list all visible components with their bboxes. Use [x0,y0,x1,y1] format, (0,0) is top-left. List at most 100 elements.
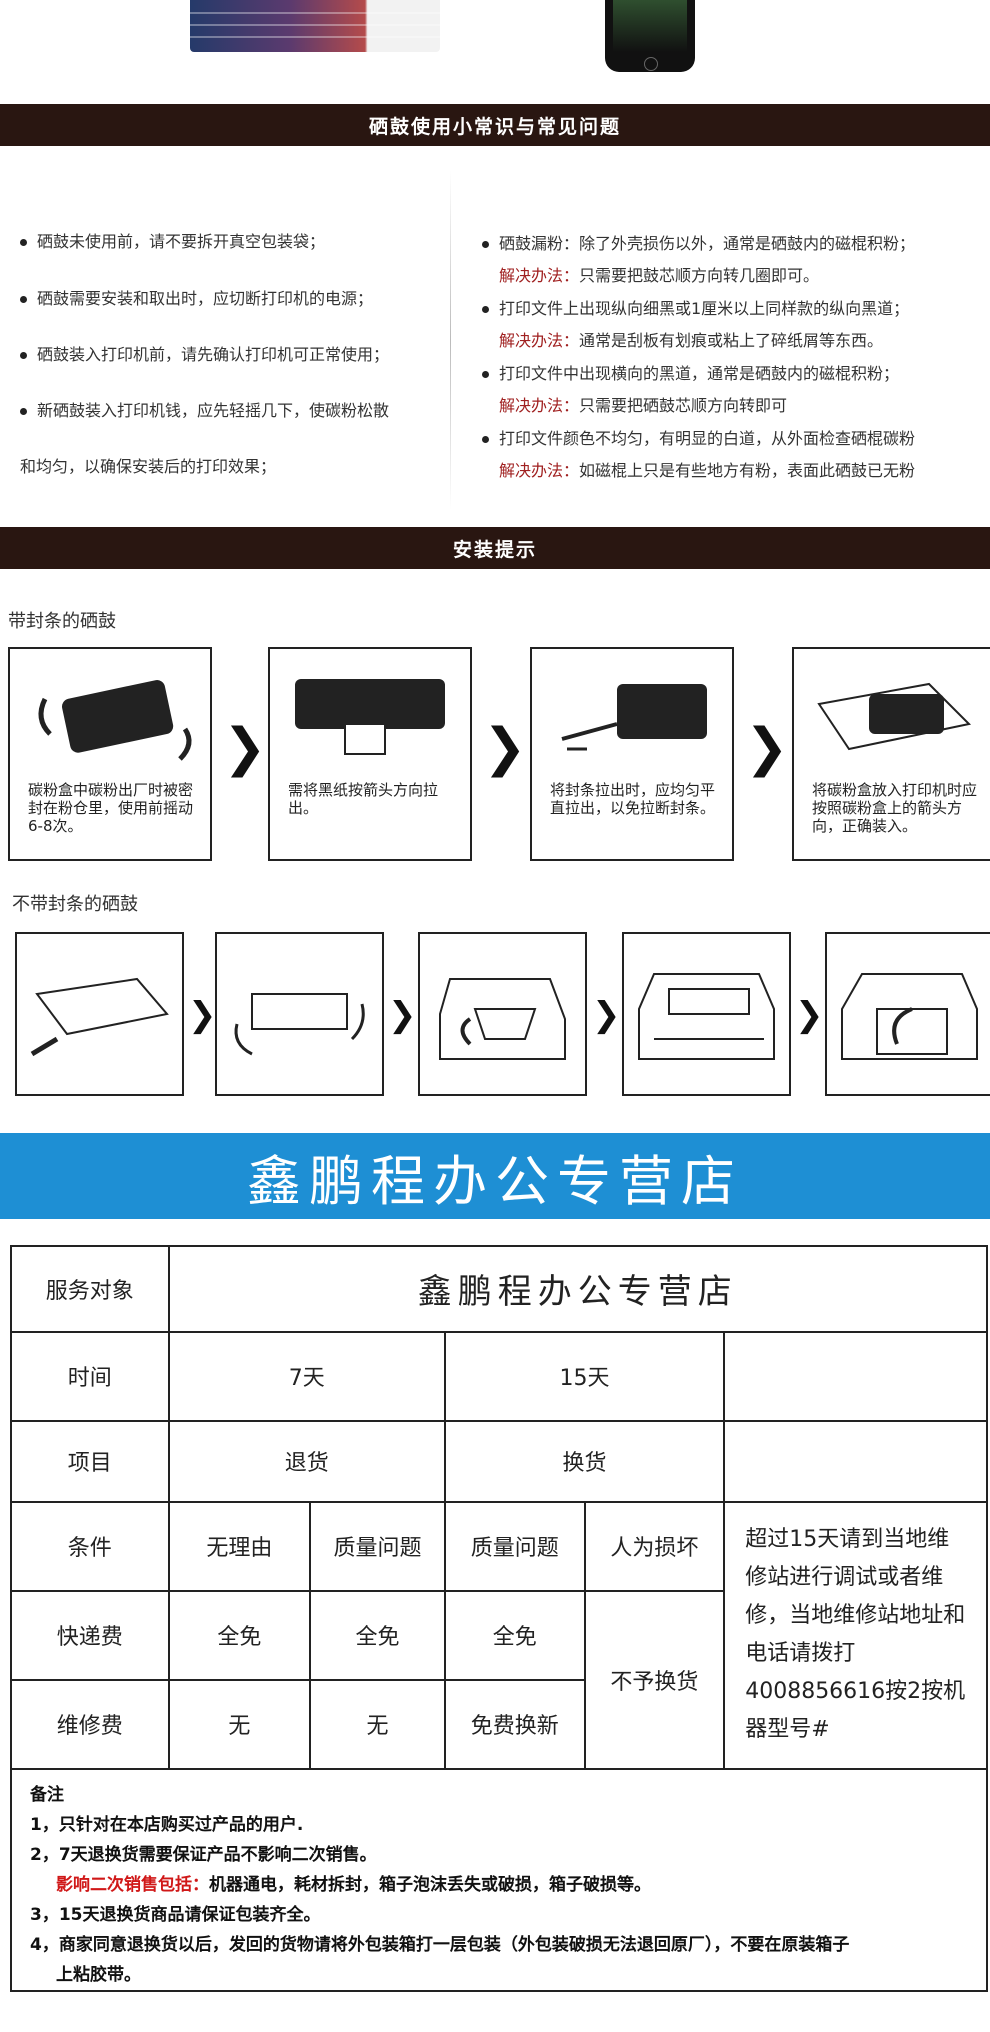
tip-right-3-solution: 解决办法：只需要把硒鼓芯顺方向转即可 [499,396,788,415]
table-row: 维修费 无 无 免费换新 [10,1678,987,1771]
cartridge-shake-illustration [30,977,169,1057]
sealed-step-3-text: 将封条拉出时，应均匀平直拉出，以免拉断封条。 [550,781,716,817]
no-exchange-cell: 不予换货 [583,1589,726,1771]
unsealed-step-1 [15,932,184,1096]
none-cell: 无 [309,1678,446,1771]
cond-damage-cell: 人为损坏 [583,1500,726,1592]
table-row: 时间 7天 15天 [10,1330,988,1423]
step-arrow-icon: ❯ [223,718,267,778]
free-cell: 全免 [167,1589,312,1681]
return-policy-table: 服务对象 鑫鹏程办公专营店 时间 7天 15天 项目 退货 换货 条件 无理由 … [10,1245,989,1771]
note-4: 4，商家同意退换货以后，发回的货物请将外包装箱打一层包装（外包装破损无法退回原厂… [30,1935,850,1955]
pull-black-paper-illustration [295,679,445,755]
table-row: 项目 退货 换货 [10,1420,988,1503]
hands-cartridge-illustration [234,993,365,1056]
bullet-icon [20,352,27,359]
item-label: 项目 [10,1420,170,1503]
cond-quality-cell: 质量问题 [309,1500,446,1592]
insert-cartridge-illustration [817,682,972,751]
table-row: 快递费 全免 全免 全免 不予换货 [10,1589,987,1771]
store-name-cell: 鑫鹏程办公专营店 [167,1245,989,1333]
tips-section-header: 硒鼓使用小常识与常见问题 [0,104,990,146]
tips-divider [450,170,451,510]
bullet-icon [482,241,489,248]
empty-cell [723,1330,988,1423]
tip-right-4-solution: 解决办法：如磁棍上只是有些地方有粉，表面此硒鼓已无粉 [499,461,916,480]
tip-right-1-issue: 硒鼓漏粉：除了外壳损伤以外，通常是硒鼓内的磁棍积粉； [482,230,915,254]
repair-label: 维修费 [10,1678,170,1771]
empty-cell [723,1420,988,1503]
step-arrow-icon: ❯ [188,995,217,1035]
unsealed-step-5 [825,932,990,1096]
toner-box-image [190,0,440,52]
tip-right-3-issue: 打印文件中出现横向的黑道，通常是硒鼓内的磁棍积粉； [482,360,899,384]
printer-close-illustration [841,973,978,1060]
install-section-header: 安装提示 [0,527,990,569]
sealed-step-2: 需将黑纸按箭头方向拉出。 [268,647,472,861]
phone-image [605,0,695,72]
step-arrow-icon: ❯ [592,995,621,1035]
bullet-icon [20,408,27,415]
step-arrow-icon: ❯ [483,718,527,778]
step-arrow-icon: ❯ [388,995,417,1035]
sealed-step-4: 将碳粉盒放入打印机时应按照碳粉盒上的箭头方向，正确装入。 [792,647,990,861]
table-row: 服务对象 鑫鹏程办公专营店 [10,1245,989,1333]
sealed-cartridge-title: 带封条的硒鼓 [8,611,116,632]
unsealed-step-2 [215,932,384,1096]
pull-seal-illustration [561,684,707,751]
repair-station-note: 超过15天请到当地维修站进行调试或者维修，当地维修站地址和电话请拨打400885… [723,1500,988,1771]
return-cell: 退货 [167,1420,446,1503]
table-row: 条件 无理由 质量问题 质量问题 人为损坏 超过15天请到当地维修站进行调试或者… [10,1500,988,1771]
exchange-cell: 换货 [443,1420,726,1503]
note-2: 2，7天退换货需要保证产品不影响二次销售。 [30,1845,377,1865]
bullet-icon [482,306,489,313]
tip-right-1-solution: 解决办法：只需要把鼓芯顺方向转几圈即可。 [499,266,820,285]
note-3: 3，15天退换货商品请保证包装齐全。 [30,1905,321,1925]
sealed-step-3: 将封条拉出时，应均匀平直拉出，以免拉断封条。 [530,647,734,861]
tip-left-5: 和均匀，以确保安装后的打印效果； [20,457,277,476]
note-1: 1，只针对在本店购买过产品的用户. [30,1815,304,1835]
condition-label: 条件 [10,1500,170,1592]
none-cell: 无 [167,1678,312,1771]
free-cell: 全免 [309,1589,446,1681]
notes-title: 备注 [30,1785,64,1805]
tip-left-1: 硒鼓未使用前，请不要拆开真空包装袋； [20,228,325,252]
notes-box: 备注 1，只针对在本店购买过产品的用户. 2，7天退换货需要保证产品不影响二次销… [10,1770,988,1992]
cond-quality-cell: 质量问题 [443,1500,586,1592]
tip-left-4: 新硒鼓装入打印机钱，应先轻摇几下，使碳粉松散 [20,397,389,421]
sealed-step-2-text: 需将黑纸按箭头方向拉出。 [288,781,439,817]
tip-left-3: 硒鼓装入打印机前，请先确认打印机可正常使用； [20,341,389,365]
time-7-cell: 7天 [167,1330,446,1423]
step-arrow-icon: ❯ [795,995,824,1035]
shake-cartridge-illustration [38,680,192,761]
free-replace-cell: 免费换新 [443,1678,586,1771]
unsealed-step-3 [418,932,587,1096]
bullet-icon [20,239,27,246]
tip-right-2-solution: 解决办法：通常是刮板有划痕或粘上了碎纸屑等东西。 [499,331,884,350]
time-15-cell: 15天 [443,1330,726,1423]
store-banner: 鑫鹏程办公专营店 [0,1133,990,1219]
note-2-detail: 影响二次销售包括：机器通电，耗材拆封，箱子泡沫丢失或破损，箱子破损等。 [56,1875,651,1895]
service-label: 服务对象 [10,1245,170,1333]
tip-right-2-issue: 打印文件上出现纵向细黑或1厘米以上同样款的纵向黑道； [482,295,909,319]
shipping-label: 快递费 [10,1589,170,1681]
product-image-strip [0,0,990,100]
sealed-step-4-text: 将碳粉盒放入打印机时应按照碳粉盒上的箭头方向，正确装入。 [812,781,978,835]
bullet-icon [482,436,489,443]
time-label: 时间 [10,1330,170,1423]
bullet-icon [20,296,27,303]
note-4-cont: 上粘胶带。 [56,1965,141,1985]
sealed-step-1: 碳粉盒中碳粉出厂时被密封在粉仓里，使用前摇动6-8次。 [8,647,212,861]
printer-cartridge-insert-illustration [638,973,775,1060]
tip-left-2: 硒鼓需要安装和取出时，应切断打印机的电源； [20,285,373,309]
unsealed-step-4 [622,932,791,1096]
tips-section: 硒鼓未使用前，请不要拆开真空包装袋； 硒鼓需要安装和取出时，应切断打印机的电源；… [0,145,990,525]
step-arrow-icon: ❯ [745,718,789,778]
tip-right-4-issue: 打印文件颜色不均匀，有明显的白道，从外面检查硒棍碳粉 [482,425,915,449]
free-cell: 全免 [443,1589,586,1681]
cond-no-reason-cell: 无理由 [167,1500,312,1592]
sealed-step-1-text: 碳粉盒中碳粉出厂时被密封在粉仓里，使用前摇动6-8次。 [28,781,194,835]
bullet-icon [482,371,489,378]
printer-open-illustration [439,978,566,1060]
unsealed-cartridge-title: 不带封条的硒鼓 [12,894,138,915]
